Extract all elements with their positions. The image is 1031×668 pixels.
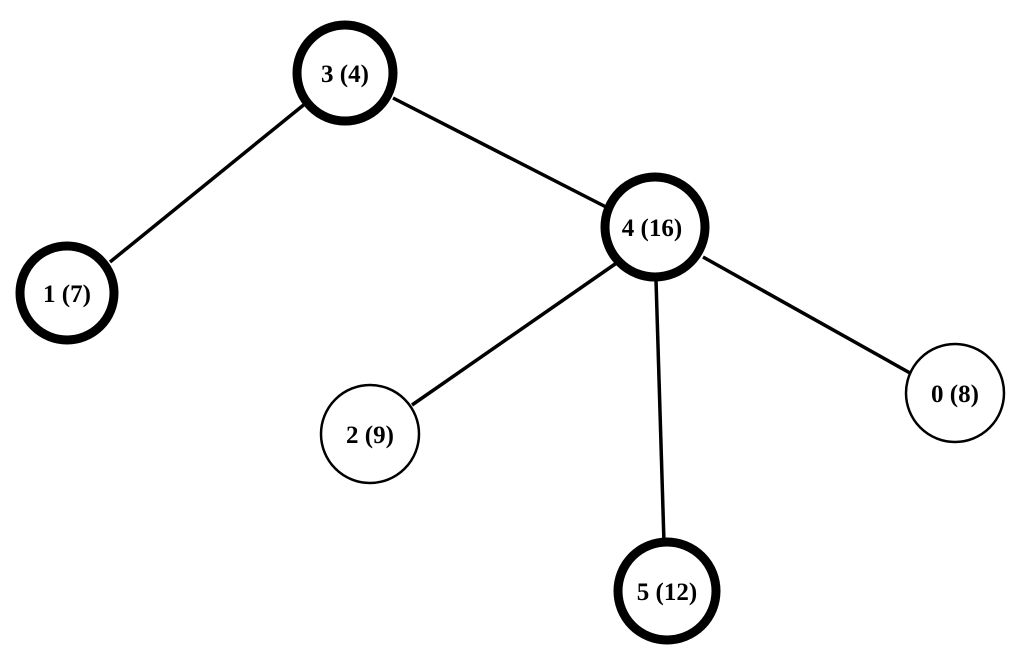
node-2-circle: [319, 383, 421, 485]
node-2: 2 (9): [319, 383, 421, 485]
node-5-label: 5 (12): [637, 579, 697, 606]
edge-3-4: [392, 96, 609, 210]
node-0-label: 0 (8): [931, 381, 979, 408]
node-1: 1 (7): [15, 241, 119, 345]
node-1-circle: [15, 241, 119, 345]
edges-layer: [108, 96, 911, 544]
node-3-circle: [292, 20, 398, 126]
edge-4-0: [702, 255, 911, 375]
node-5: 5 (12): [613, 537, 721, 645]
node-3: 3 (4): [292, 20, 398, 126]
node-4-circle: [600, 172, 710, 282]
node-3-label: 3 (4): [321, 61, 369, 88]
node-0-circle: [904, 342, 1006, 444]
nodes-layer: 3 (4) 1 (7) 4 (16) 2 (9) 0 (8) 5 (12): [15, 20, 1006, 645]
edge-4-5: [654, 279, 666, 544]
node-0: 0 (8): [904, 342, 1006, 444]
node-4-label: 4 (16): [622, 215, 682, 242]
node-2-label: 2 (9): [346, 422, 394, 449]
node-4: 4 (16): [600, 172, 710, 282]
node-1-label: 1 (7): [43, 281, 91, 308]
edge-3-1: [108, 101, 308, 264]
node-5-circle: [613, 537, 721, 645]
edge-4-2: [411, 260, 619, 407]
